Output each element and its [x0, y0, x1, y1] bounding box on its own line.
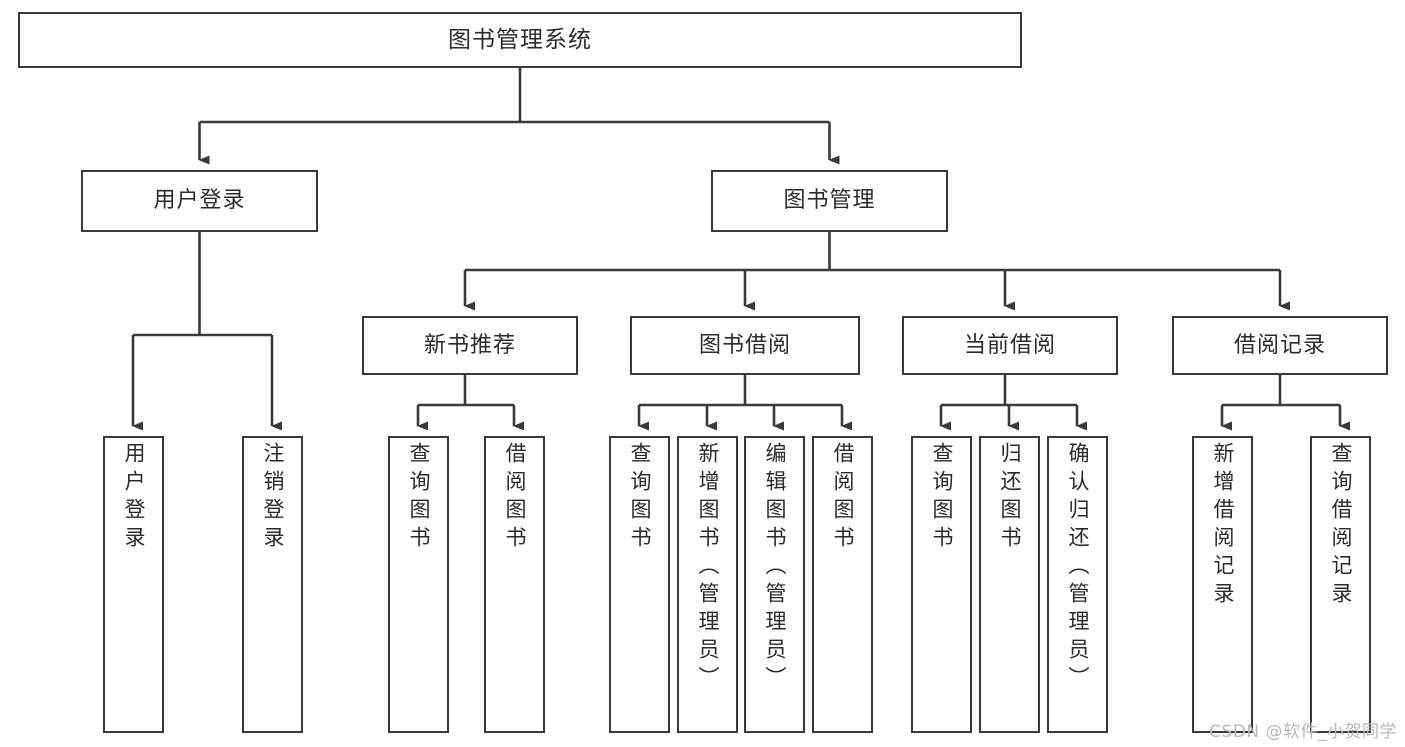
node-book-borrow[interactable]: 图书借阅 [630, 316, 860, 375]
leaf-current-borrow-query[interactable]: 查询图书 [911, 436, 972, 733]
node-user-login[interactable]: 用户登录 [81, 170, 318, 232]
node-root-label: 图书管理系统 [448, 26, 592, 53]
leaf-user-login-signout[interactable]: 注销登录 [242, 436, 303, 733]
leaf-new-book-borrow[interactable]: 借阅图书 [484, 436, 545, 733]
leaf-book-borrow-query-label: 查询图书 [628, 442, 652, 554]
node-new-book-recommend[interactable]: 新书推荐 [362, 316, 578, 375]
node-book-management[interactable]: 图书管理 [711, 170, 948, 232]
leaf-user-login-signout-label: 注销登录 [261, 442, 285, 554]
leaf-borrow-record-add-label: 新增借阅记录 [1211, 442, 1235, 610]
node-borrow-record-label: 借阅记录 [1233, 332, 1326, 358]
leaf-book-borrow-add[interactable]: 新增图书（管理员） [677, 436, 738, 733]
leaf-new-book-borrow-label: 借阅图书 [503, 442, 527, 554]
leaf-book-borrow-edit[interactable]: 编辑图书（管理员） [744, 436, 805, 733]
node-book-borrow-label: 图书借阅 [698, 332, 791, 358]
leaf-current-borrow-confirm-return-label: 确认归还（管理员） [1066, 442, 1090, 694]
leaf-current-borrow-query-label: 查询图书 [930, 442, 954, 554]
leaf-book-borrow-add-label: 新增图书（管理员） [696, 442, 720, 694]
node-new-book-recommend-label: 新书推荐 [423, 332, 516, 358]
leaf-book-borrow-query[interactable]: 查询图书 [609, 436, 670, 733]
node-book-management-label: 图书管理 [783, 188, 876, 214]
leaf-book-borrow-edit-label: 编辑图书（管理员） [763, 442, 787, 694]
leaf-book-borrow-borrow[interactable]: 借阅图书 [812, 436, 873, 733]
node-user-login-label: 用户登录 [153, 188, 246, 214]
leaf-borrow-record-query[interactable]: 查询借阅记录 [1310, 436, 1371, 733]
leaf-new-book-query[interactable]: 查询图书 [388, 436, 449, 733]
leaf-book-borrow-borrow-label: 借阅图书 [831, 442, 855, 554]
leaf-current-borrow-return[interactable]: 归还图书 [979, 436, 1040, 733]
leaf-current-borrow-return-label: 归还图书 [998, 442, 1022, 554]
node-current-borrow-label: 当前借阅 [963, 332, 1056, 358]
node-borrow-record[interactable]: 借阅记录 [1172, 316, 1388, 375]
leaf-borrow-record-query-label: 查询借阅记录 [1329, 442, 1353, 610]
node-current-borrow[interactable]: 当前借阅 [902, 316, 1118, 375]
leaf-user-login-signin[interactable]: 用户登录 [103, 436, 164, 733]
leaf-new-book-query-label: 查询图书 [407, 442, 431, 554]
leaf-current-borrow-confirm-return[interactable]: 确认归还（管理员） [1047, 436, 1108, 733]
leaf-user-login-signin-label: 用户登录 [122, 442, 146, 554]
leaf-borrow-record-add[interactable]: 新增借阅记录 [1192, 436, 1253, 733]
node-root-book-management-system[interactable]: 图书管理系统 [18, 12, 1022, 68]
